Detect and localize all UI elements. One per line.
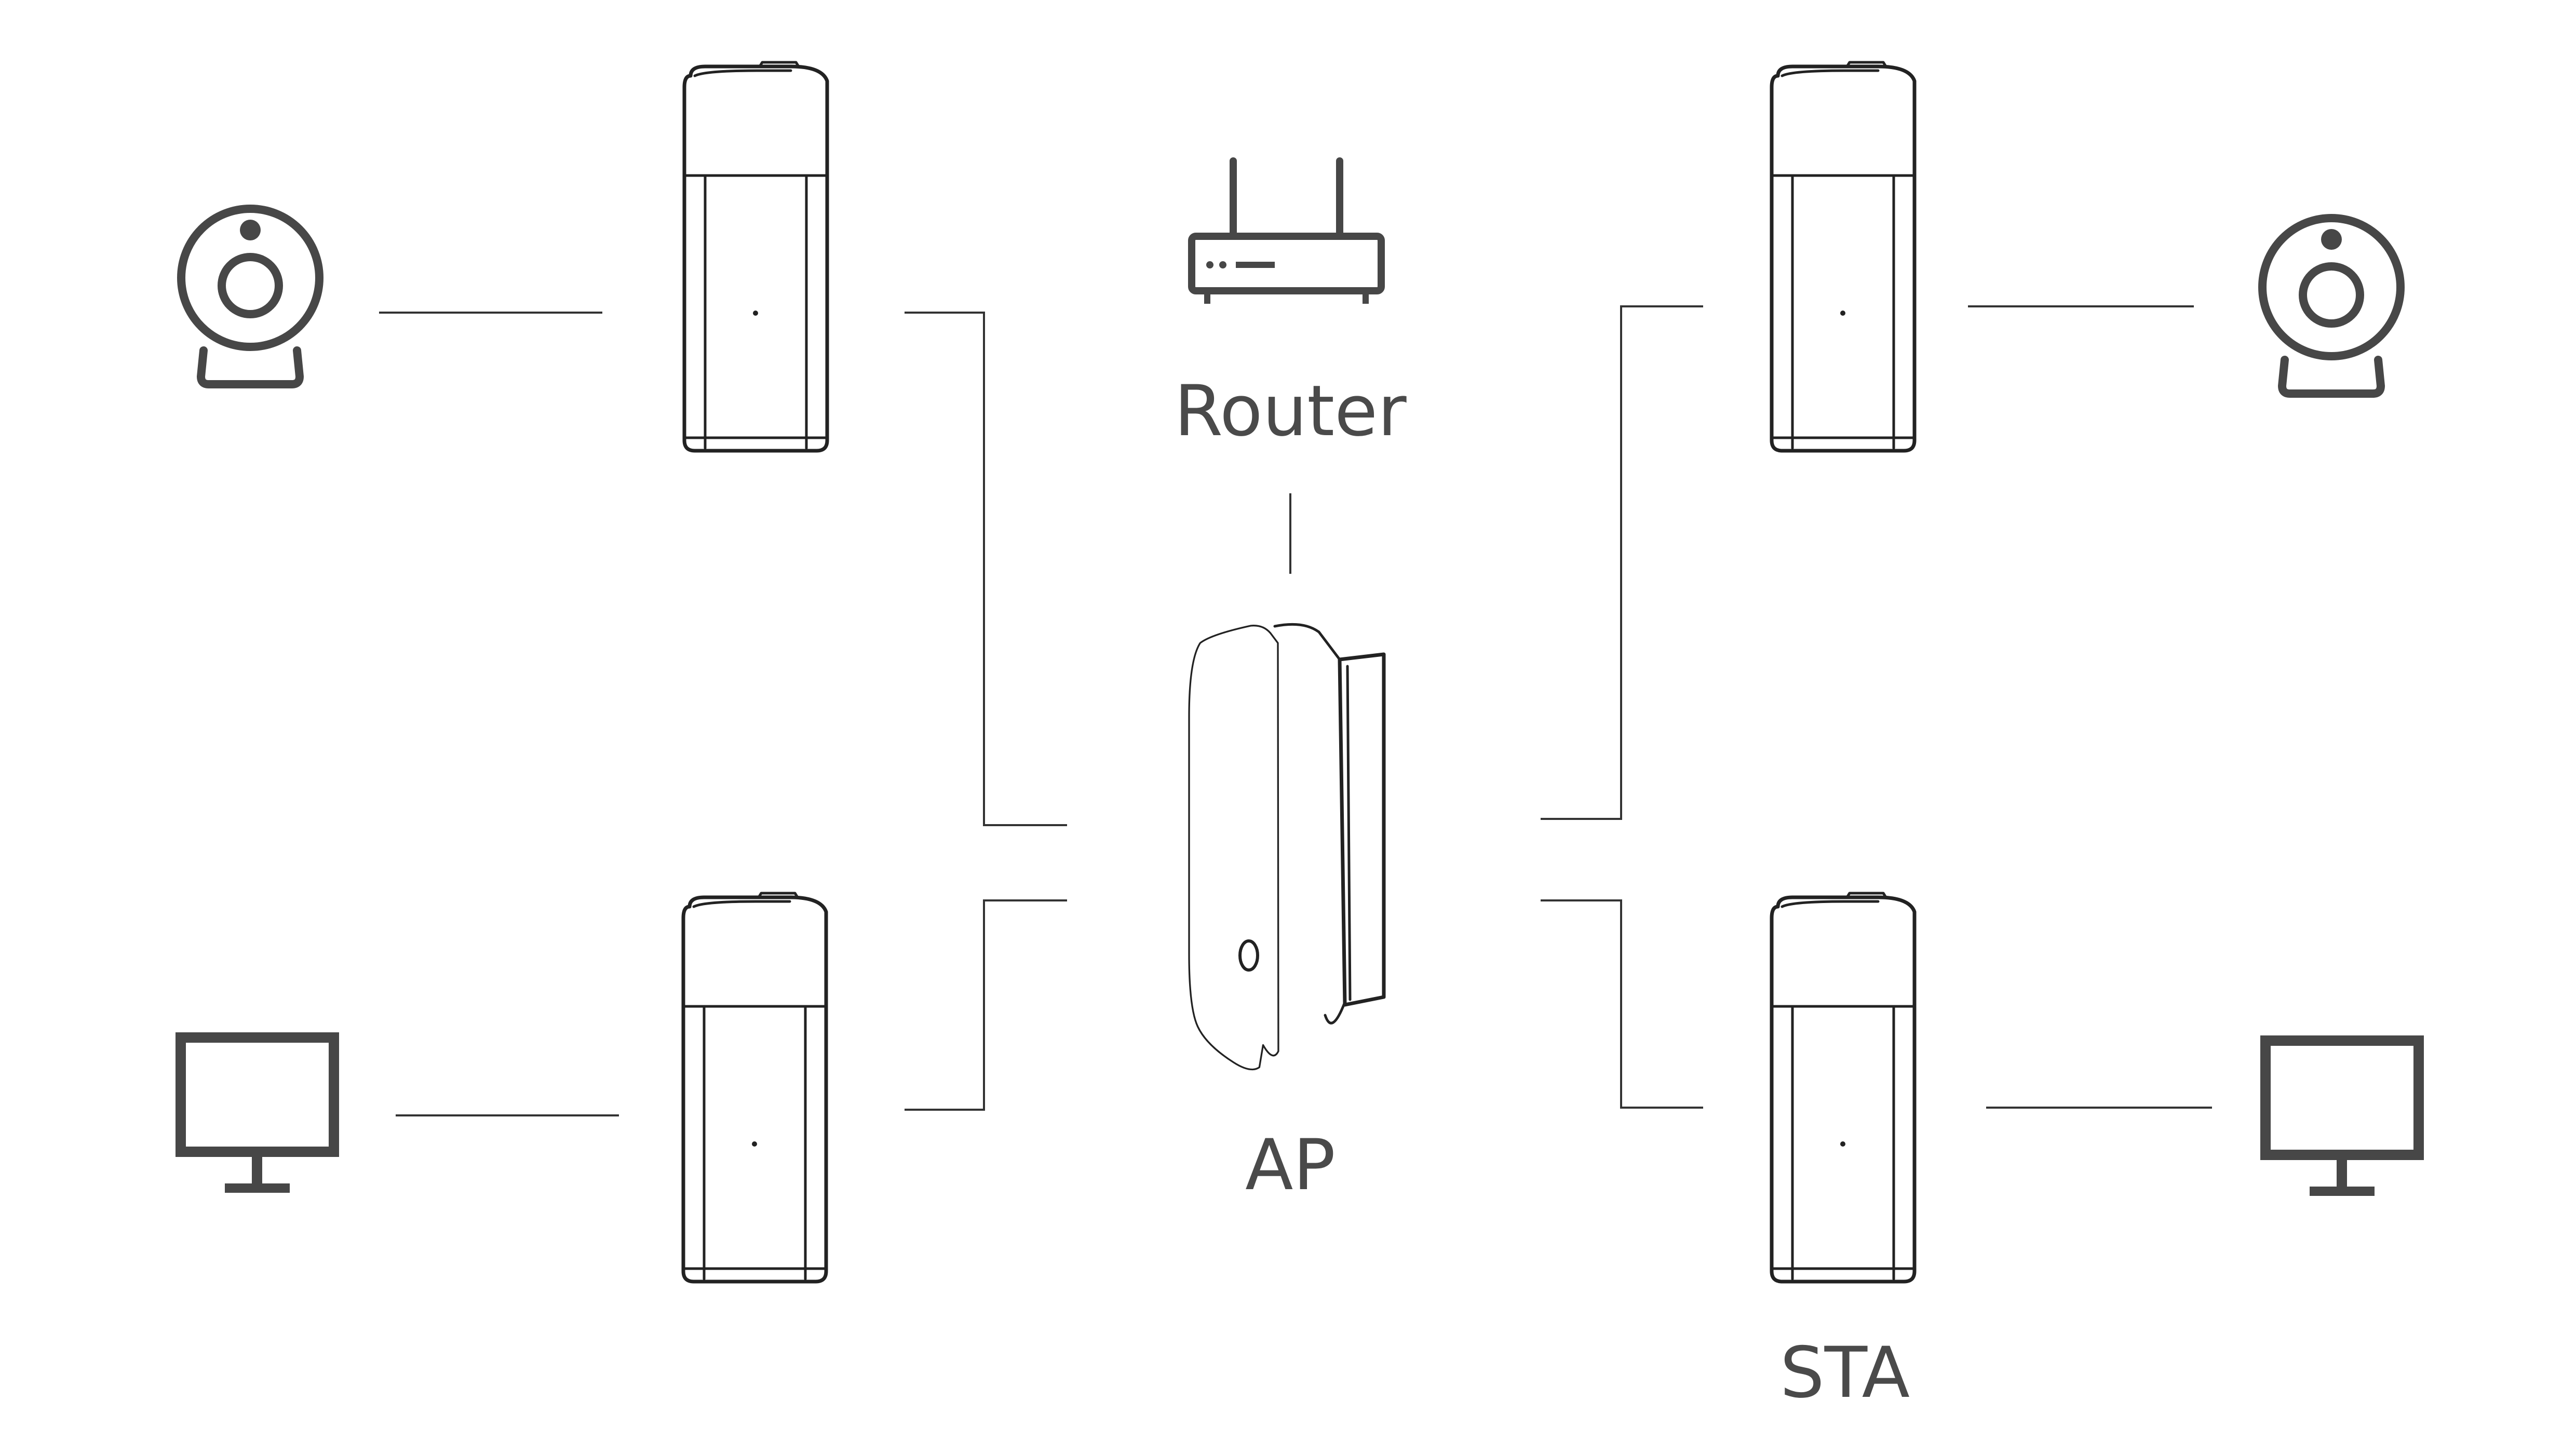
bridge-unit-icon xyxy=(1772,893,1914,1282)
link-bridge-tl-ap xyxy=(905,312,1067,826)
monitor-icon xyxy=(181,1038,334,1188)
link-bridge-bl-ap xyxy=(905,899,1067,1111)
sta-label: STA xyxy=(1780,1332,1910,1413)
bridge-unit-icon xyxy=(684,62,827,451)
monitor-icon xyxy=(2265,1041,2419,1191)
webcam-icon xyxy=(181,209,319,384)
webcam-icon xyxy=(2262,218,2400,394)
link-ap-bridge-br xyxy=(1541,899,1703,1109)
ap-label: AP xyxy=(1245,1124,1336,1206)
bridge-unit-icon xyxy=(683,893,826,1282)
access-point-icon xyxy=(1188,623,1386,1071)
bridge-unit-icon xyxy=(1772,62,1914,451)
connection-lines xyxy=(379,305,2212,1116)
router-icon xyxy=(1188,157,1385,304)
router-label: Router xyxy=(1174,370,1407,452)
link-ap-bridge-tr xyxy=(1541,305,1703,820)
